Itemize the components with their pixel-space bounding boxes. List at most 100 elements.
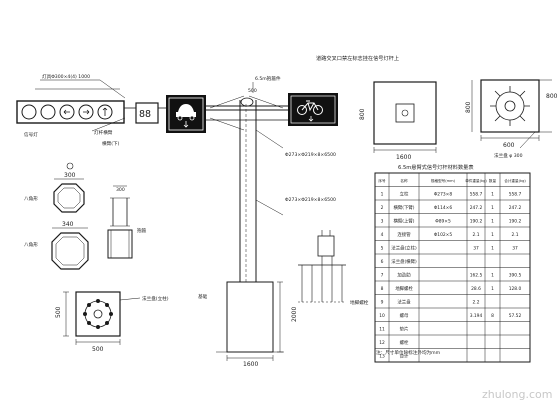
base-height-dim: 2000	[291, 307, 298, 322]
drawing-title: 道路交叉口禁左标志挂在信号灯杆上	[316, 54, 399, 62]
octagon-detail-bottom	[51, 227, 89, 270]
octagon-detail-top	[53, 178, 85, 213]
table-cell: 57.52	[509, 313, 522, 319]
flange-right-h-dim: 600	[503, 142, 515, 149]
base-label: 基础	[198, 293, 208, 300]
watermark-text: zhulong.com	[482, 388, 552, 401]
table-cell: 2	[381, 205, 384, 211]
foundation	[216, 281, 284, 361]
table-cell: 37	[473, 246, 479, 252]
lamp-spec-leader	[35, 79, 126, 99]
table-cell: 3.194	[470, 313, 483, 319]
table-cell: 4	[381, 232, 384, 238]
table-cell: 3	[381, 219, 384, 225]
anchor-note: 地脚螺栓	[350, 299, 369, 306]
table-cell: 11	[379, 327, 385, 333]
flange-note: 法兰盘(立柱)	[142, 295, 169, 302]
main-pole	[239, 100, 284, 282]
base-plate-detail	[373, 81, 437, 153]
pipe-spec-label-2: Φ273×Φ219×8×6500	[285, 197, 336, 203]
arm-lower-label: 横臂(下)	[102, 140, 120, 147]
table-cell: 连接管	[397, 231, 411, 238]
base-width-dim: 1600	[243, 361, 258, 368]
octagon-label: 八角形	[24, 195, 38, 202]
countdown-digits: 88	[139, 109, 151, 120]
table-cell: 1	[381, 192, 384, 198]
table-cell: 13	[379, 354, 385, 360]
table-header-cell: 名称	[400, 178, 408, 183]
table-header-cell: 规格型号(mm)	[431, 178, 456, 183]
table-cell: 1	[491, 219, 494, 225]
small-post-detail	[107, 185, 133, 259]
table-title: 6.5m悬臂式信号灯杆材料数量表	[398, 163, 474, 171]
table-cell: 垫片	[400, 326, 409, 333]
arm-upper-label: 灯杆横臂	[94, 129, 113, 136]
base-plate-dim: 1600	[396, 154, 411, 161]
octagon-top-dim: 300	[64, 172, 76, 179]
table-cell: 合计	[400, 353, 409, 360]
small-post-dim: 300	[116, 187, 125, 193]
pipe-spec-label-1: Φ273×Φ219×8×6500	[285, 152, 336, 158]
table-cell: 螺栓	[400, 339, 409, 346]
flange-left-v-dim: 500	[55, 306, 62, 318]
lane-sign-bicycle	[288, 93, 338, 126]
flange-right-r-dim: 800	[546, 93, 558, 100]
table-cell: 1	[491, 192, 494, 198]
table-cell: 地脚螺栓	[395, 285, 413, 292]
flange-plate-right	[471, 79, 552, 149]
table-cell: Φ89×5	[435, 219, 451, 225]
table-cell: 横臂(下臂)	[394, 204, 415, 211]
octagon-bottom-dim: 340	[62, 221, 74, 228]
table-cell: 7	[381, 273, 384, 279]
table-cell: 8	[491, 313, 494, 319]
lane-sign-car	[166, 95, 206, 133]
table-cell: 法兰盘	[397, 299, 411, 306]
flange-plate-left	[63, 291, 141, 345]
table-cell: 6	[381, 259, 384, 265]
table-cell: 1	[491, 273, 494, 279]
octagon-label-2: 八角形	[24, 241, 38, 248]
table-cell: 28.6	[471, 286, 481, 292]
table-cell: Φ273×8	[434, 192, 453, 198]
table-cell: 558.7	[509, 192, 522, 198]
lamp-spec-label: 灯具Φ300×4(4) 1000	[42, 73, 90, 80]
anchor-cage	[298, 230, 346, 303]
table-header-cell: 合计重量(kg)	[504, 178, 526, 183]
table-cell: 558.7	[470, 192, 483, 198]
table-cell: 法兰盘(立柱)	[391, 245, 417, 252]
table-cell: 螺母	[400, 312, 409, 319]
table-cell: 立柱	[400, 191, 409, 198]
table-cell: 法兰盘(横臂)	[391, 258, 417, 265]
table-cell: Φ102×5	[434, 232, 453, 238]
table-cell: Φ114×6	[434, 205, 453, 211]
table-cell: 2.1	[473, 232, 480, 238]
table-cell: 8	[381, 286, 384, 292]
table-cell: 1	[491, 246, 494, 252]
table-cell: 12	[379, 340, 385, 346]
table-cell: 1	[491, 286, 494, 292]
table-cell: 390.5	[509, 273, 522, 279]
table-cell: 162.5	[470, 273, 483, 279]
flange-left-h-dim: 500	[92, 346, 104, 353]
table-cell: 加劲肋	[397, 272, 411, 279]
table-cell: 247.2	[509, 205, 522, 211]
table-cell: 10	[379, 313, 385, 319]
table-cell: 9	[381, 300, 384, 306]
arm-clamp-label: 6.5m抱箍件	[255, 75, 281, 82]
lamp-top-dim: 500	[248, 88, 257, 94]
base-plate-v-dim: 800	[359, 108, 366, 120]
table-cell: 2.2	[473, 300, 480, 306]
countdown-display: 88	[135, 102, 159, 124]
table-cell: 5	[381, 246, 384, 252]
lamp-note-label: 信号灯	[24, 131, 38, 138]
table-cell: 190.2	[470, 219, 483, 225]
table-header-cell: 数量	[489, 178, 497, 183]
signal-light-head	[16, 100, 125, 124]
table-cell: 2.1	[512, 232, 519, 238]
table-cell: 1	[491, 232, 494, 238]
flange-detail-label: 法兰盘 φ 300	[494, 152, 523, 159]
table-note: 注：尺寸单位除标注外均为mm	[376, 349, 441, 356]
